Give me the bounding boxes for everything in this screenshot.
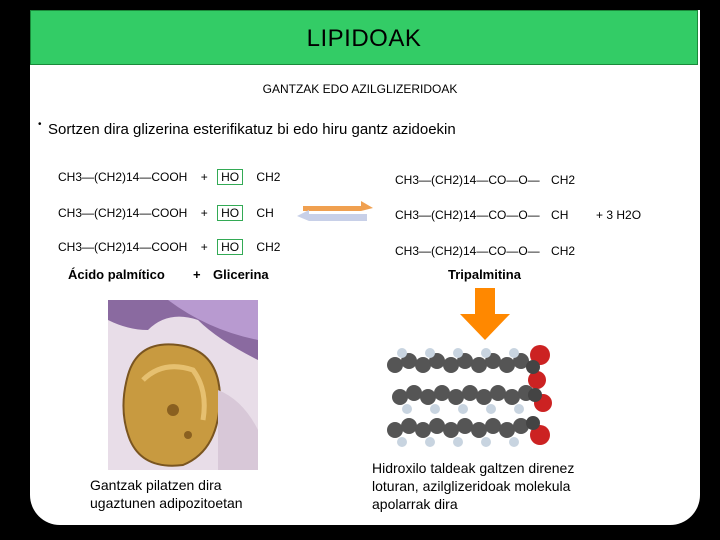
product-row: CH3—(CH2)14—CO—O— CH2: [395, 244, 575, 258]
fatty-acid-formula: CH3—(CH2)14—COOH: [58, 170, 187, 184]
glycerol-carbon: CH2: [256, 170, 280, 184]
plus-sign: +: [201, 240, 208, 254]
glycerol-carbon: CH: [256, 206, 273, 220]
reactant-row: CH3—(CH2)14—COOH + HO CH2: [58, 170, 280, 184]
label-glycerol: Glicerina: [213, 267, 269, 282]
tripalmitin-molecule-image: [375, 335, 565, 460]
caption-adipocytes: Gantzak pilatzen dira ugaztunen adipozit…: [90, 476, 280, 512]
down-arrow-icon: [458, 288, 512, 342]
glycerol-carbon: CH2: [551, 244, 575, 258]
hydroxyl-group: HO: [217, 205, 243, 221]
page-title: LIPIDOAK: [31, 25, 697, 53]
plus-sign: +: [201, 170, 208, 184]
label-palmitic-acid: Ácido palmítico: [68, 267, 165, 282]
ester-chain-formula: CH3—(CH2)14—CO—O—: [395, 208, 540, 222]
glycerol-carbon: CH: [551, 208, 568, 222]
reactant-row: CH3—(CH2)14—COOH + HO CH2: [58, 240, 280, 254]
glycerol-carbon: CH2: [256, 240, 280, 254]
hydroxyl-group: HO: [217, 239, 243, 255]
hydroxyl-group: HO: [217, 169, 243, 185]
caption-apolar: Hidroxilo taldeak galtzen direnez lotura…: [372, 459, 602, 513]
equilibrium-arrows-icon: [295, 198, 375, 224]
plus-sign: +: [201, 206, 208, 220]
glycerol-carbon: CH2: [551, 173, 575, 187]
ester-chain-formula: CH3—(CH2)14—CO—O—: [395, 173, 540, 187]
section-subtitle: GANTZAK EDO AZILGLIZERIDOAK: [0, 82, 720, 96]
adipocyte-image: [108, 300, 258, 470]
water-product: + 3 H2O: [596, 208, 641, 222]
bullet-icon: •: [38, 119, 42, 130]
ester-chain-formula: CH3—(CH2)14—CO—O—: [395, 244, 540, 258]
label-plus: +: [193, 267, 201, 282]
reactant-row: CH3—(CH2)14—COOH + HO CH: [58, 206, 274, 220]
bullet-text: Sortzen dira glizerina esterifikatuz bi …: [48, 121, 456, 138]
fatty-acid-formula: CH3—(CH2)14—COOH: [58, 240, 187, 254]
product-row: CH3—(CH2)14—CO—O— CH: [395, 208, 568, 222]
product-row: CH3—(CH2)14—CO—O— CH2: [395, 173, 575, 187]
fatty-acid-formula: CH3—(CH2)14—COOH: [58, 206, 187, 220]
title-bar: LIPIDOAK: [30, 10, 698, 65]
label-tripalmitin: Tripalmitina: [448, 267, 521, 282]
